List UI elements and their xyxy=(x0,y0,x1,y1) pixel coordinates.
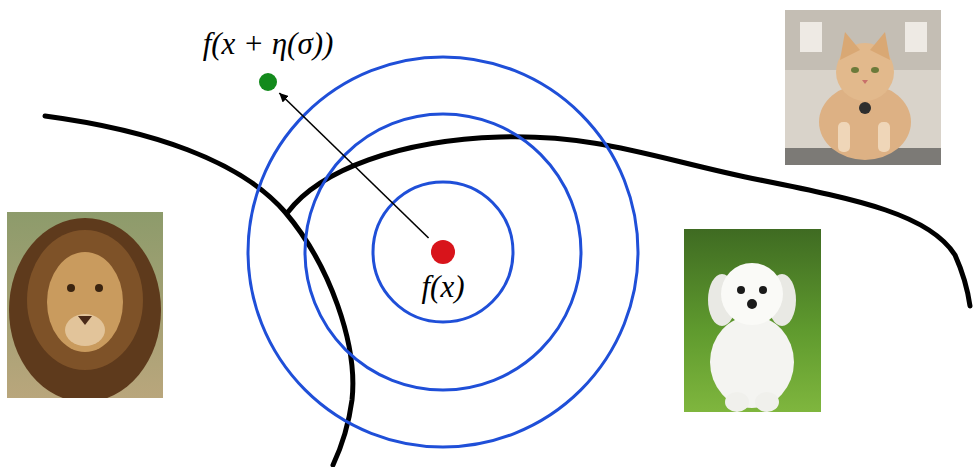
cat-picture xyxy=(785,10,941,165)
noise-arrow xyxy=(279,93,428,238)
math-label: f(x) xyxy=(421,270,464,304)
noise-circle xyxy=(373,182,513,322)
point-dot xyxy=(259,73,277,91)
decision-boundary xyxy=(288,137,970,306)
noise-circle xyxy=(305,114,581,390)
labelled-point: f(x) xyxy=(419,238,466,306)
lion-picture xyxy=(7,212,163,398)
dog-picture xyxy=(684,229,821,412)
decision-boundary xyxy=(45,116,353,465)
point-dot xyxy=(431,240,455,264)
point-dot xyxy=(259,73,277,91)
point-dot xyxy=(431,240,455,264)
noise-circle xyxy=(248,57,638,447)
labelled-point: f(x + η(σ)) xyxy=(201,25,336,93)
math-label: f(x + η(σ)) xyxy=(203,27,334,61)
